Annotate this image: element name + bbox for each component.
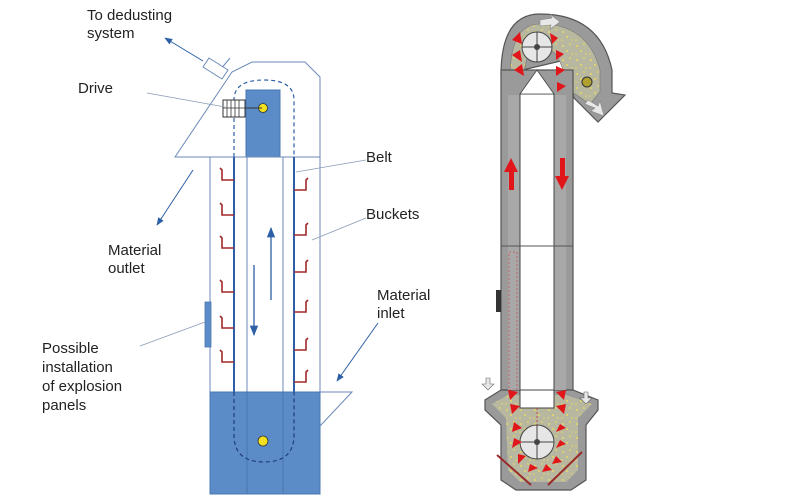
left-buckets: [219, 167, 234, 363]
dedusting-arrow: [164, 37, 204, 62]
inlet-arrow-right: [579, 391, 593, 405]
bucket-icon: [294, 222, 309, 236]
inlet-arrow-left: [481, 377, 495, 391]
outlet-arrow: [156, 169, 194, 226]
explosion-panel: [204, 301, 212, 348]
bucket-icon: [219, 167, 234, 181]
bucket-icon: [556, 50, 564, 60]
bucket-icon: [528, 464, 538, 472]
bucket-icon: [518, 454, 526, 464]
bucket-icon: [512, 50, 522, 62]
inlet-arrow: [336, 322, 379, 382]
inlet-chute: [319, 391, 354, 427]
belt-label: Belt: [366, 149, 392, 166]
bucket-icon: [510, 404, 520, 414]
belt-path-head: [233, 79, 295, 157]
bucket-icon: [512, 32, 522, 44]
head-pulley-box: [245, 89, 281, 158]
bucket-icon: [294, 299, 309, 313]
bucket-icon: [294, 259, 309, 273]
bucket-icon: [557, 82, 566, 92]
motor-icon: [222, 99, 262, 118]
bucket-icon: [219, 349, 234, 363]
central-shaft: [519, 93, 555, 391]
bucket-icon: [512, 438, 522, 448]
bucket-icon: [294, 177, 309, 191]
outlet-flow-arrow: [584, 99, 605, 117]
belt-path-boot: [233, 392, 295, 463]
elevator-housing: [209, 156, 321, 393]
arrow-down-icon: [555, 158, 569, 190]
arrow-up-icon: [504, 158, 518, 190]
bucket-icon: [556, 66, 565, 76]
bucket-icon: [552, 456, 562, 464]
bucket-icon: [219, 279, 234, 293]
pulley-icon: [521, 31, 553, 63]
bucket-icon: [294, 337, 309, 351]
red-buckets: [508, 32, 566, 472]
bucket-icon: [542, 464, 552, 472]
bucket-icon: [556, 424, 566, 432]
bucket-icon: [550, 33, 558, 44]
dedusting-label: To dedusting system: [87, 7, 173, 42]
right-buckets: [294, 177, 309, 383]
bucket-icon: [556, 390, 566, 400]
material-outlet-label: Material outlet: [108, 242, 162, 277]
bucket-icon: [556, 404, 566, 414]
drive-label: Drive: [78, 80, 114, 97]
head-flow-arrow: [539, 13, 561, 30]
boot-pulley-icon: [257, 435, 269, 447]
bucket-icon: [508, 390, 518, 400]
bucket-icon: [219, 202, 234, 216]
explosion-panels-label: Possible installation of explosion panel…: [42, 340, 123, 414]
bucket-icon: [512, 422, 522, 432]
material-inlet-label: Material inlet: [377, 287, 431, 322]
schematic-elevator: [139, 37, 379, 495]
dedusting-duct: [202, 57, 231, 80]
bucket-icon: [219, 315, 234, 329]
buckets-label: Buckets: [366, 206, 420, 223]
cutaway-elevator: [481, 13, 627, 491]
bucket-icon: [294, 369, 309, 383]
bucket-icon: [556, 440, 566, 448]
bucket-icon: [219, 235, 234, 249]
bucket-icon: [514, 64, 524, 76]
